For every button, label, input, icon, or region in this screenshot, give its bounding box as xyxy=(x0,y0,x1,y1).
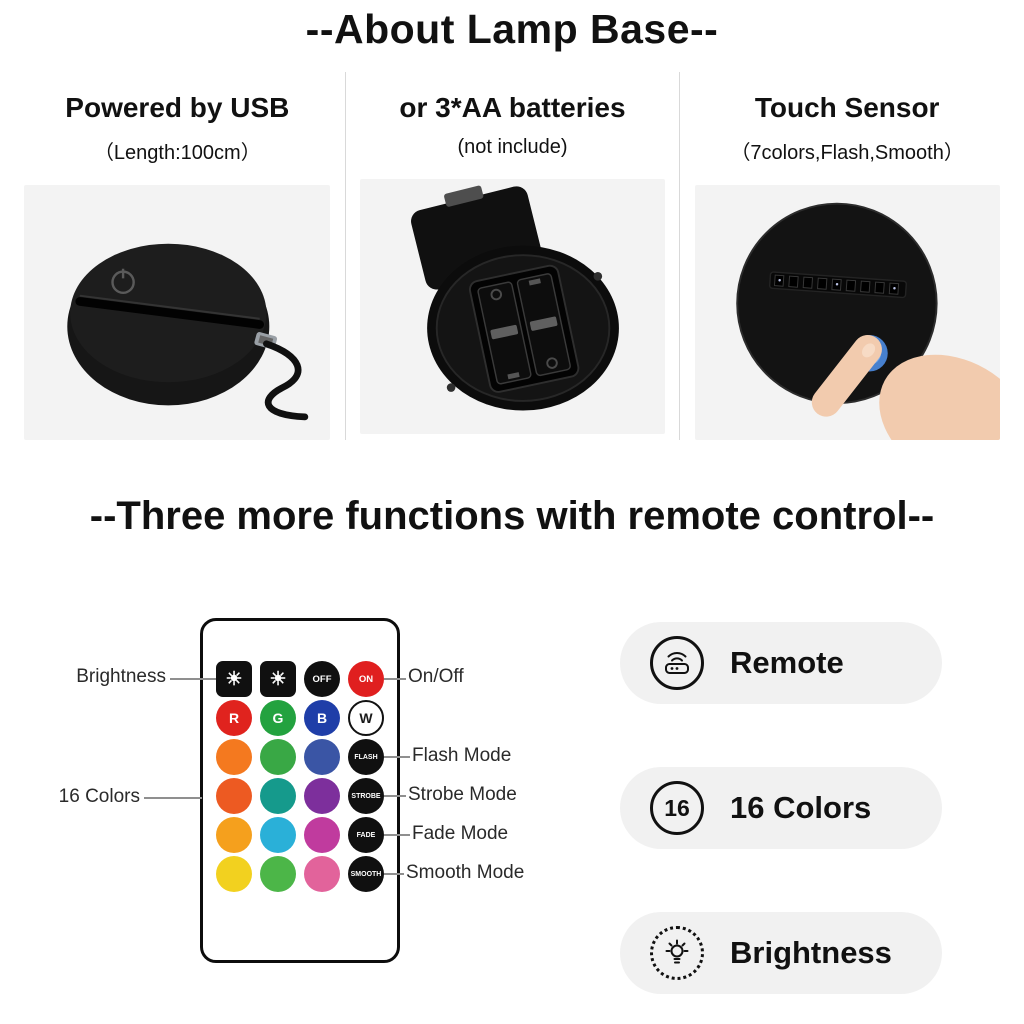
column-batteries-subtitle: (not include) xyxy=(457,136,568,158)
flash-button: FLASH xyxy=(348,739,384,775)
usb-lamp-base-photo xyxy=(24,185,331,440)
color-button-yellow xyxy=(216,856,252,892)
brightness-up-button: ☀ xyxy=(216,661,252,697)
white-button: W xyxy=(348,700,384,736)
callout-line-smooth xyxy=(384,873,404,875)
16-colors-icon: 16 xyxy=(650,781,704,835)
callout-line-16-colors xyxy=(144,797,202,799)
callout-flash-mode: Flash Mode xyxy=(412,745,512,766)
column-batteries-title: or 3*AA batteries xyxy=(399,92,626,123)
feature-label-remote: Remote xyxy=(730,645,844,680)
color-button-indigo xyxy=(304,739,340,775)
fade-button: FADE xyxy=(348,817,384,853)
column-touch-subtitle: （7colors,Flash,Smooth） xyxy=(730,142,964,164)
brightness-icon xyxy=(650,926,704,980)
color-button-amber xyxy=(216,817,252,853)
touch-sensor-illustration xyxy=(735,202,1000,440)
strobe-button: STROBE xyxy=(348,778,384,814)
callout-line-fade xyxy=(384,834,410,836)
color-button-light-green xyxy=(260,856,296,892)
callout-line-strobe xyxy=(384,795,406,797)
brightness-bulb-glyph xyxy=(665,939,689,964)
color-button-purple xyxy=(304,778,340,814)
blue-button: B xyxy=(304,700,340,736)
feature-label-brightness: Brightness xyxy=(730,935,892,970)
callout-smooth-mode: Smooth Mode xyxy=(406,862,525,883)
color-button-orange xyxy=(216,739,252,775)
remote-icon xyxy=(650,636,704,690)
off-button: OFF xyxy=(304,661,340,697)
callout-line-brightness xyxy=(170,678,216,680)
page-title: --About Lamp Base-- xyxy=(305,6,719,52)
column-usb-title: Powered by USB xyxy=(65,92,290,123)
feature-pill-16-colors: 16 16 Colors xyxy=(620,767,942,849)
color-button-green xyxy=(260,739,296,775)
column-batteries: or 3*AA batteries (not include) xyxy=(344,72,680,440)
red-button: R xyxy=(216,700,252,736)
brightness-down-button: ☀ xyxy=(260,661,296,697)
16-badge: 16 xyxy=(664,794,690,821)
color-button-pink xyxy=(304,856,340,892)
column-usb-subtitle: （Length:100cm） xyxy=(93,142,261,164)
callout-strobe-mode: Strobe Mode xyxy=(408,784,517,805)
callout-fade-mode: Fade Mode xyxy=(412,823,509,844)
column-touch-title: Touch Sensor xyxy=(754,92,940,123)
touch-sensor-photo xyxy=(694,185,1000,440)
on-button: ON xyxy=(348,661,384,697)
feature-label-16-colors: 16 Colors xyxy=(730,790,872,825)
remote-section-title: --Three more functions with remote contr… xyxy=(89,494,935,538)
column-usb: Powered by USB （Length:100cm） xyxy=(10,72,345,440)
column-touch-sensor: Touch Sensor （7colors,Flash,Smooth） xyxy=(679,72,1014,440)
feature-pill-brightness: Brightness xyxy=(620,912,942,994)
color-button-cyan xyxy=(260,817,296,853)
color-button-magenta xyxy=(304,817,340,853)
smooth-button: SMOOTH xyxy=(348,856,384,892)
callout-line-on-off xyxy=(384,678,406,680)
remote-icon-glyph xyxy=(665,652,689,674)
battery-compartment-photo xyxy=(360,179,665,434)
lamp-base-columns: Powered by USB （Length:100cm） or 3*AA ba… xyxy=(10,72,1014,440)
callout-16-colors: 16 Colors xyxy=(58,786,140,807)
lamp-base-usb-illustration xyxy=(67,243,309,421)
color-button-teal xyxy=(260,778,296,814)
green-button: G xyxy=(260,700,296,736)
color-button-dark-orange xyxy=(216,778,252,814)
callout-on-off: On/Off xyxy=(408,666,464,687)
callout-line-flash xyxy=(384,756,410,758)
lamp-base-battery-illustration xyxy=(411,185,619,411)
callout-brightness: Brightness xyxy=(76,666,166,687)
feature-pill-remote: Remote xyxy=(620,622,942,704)
